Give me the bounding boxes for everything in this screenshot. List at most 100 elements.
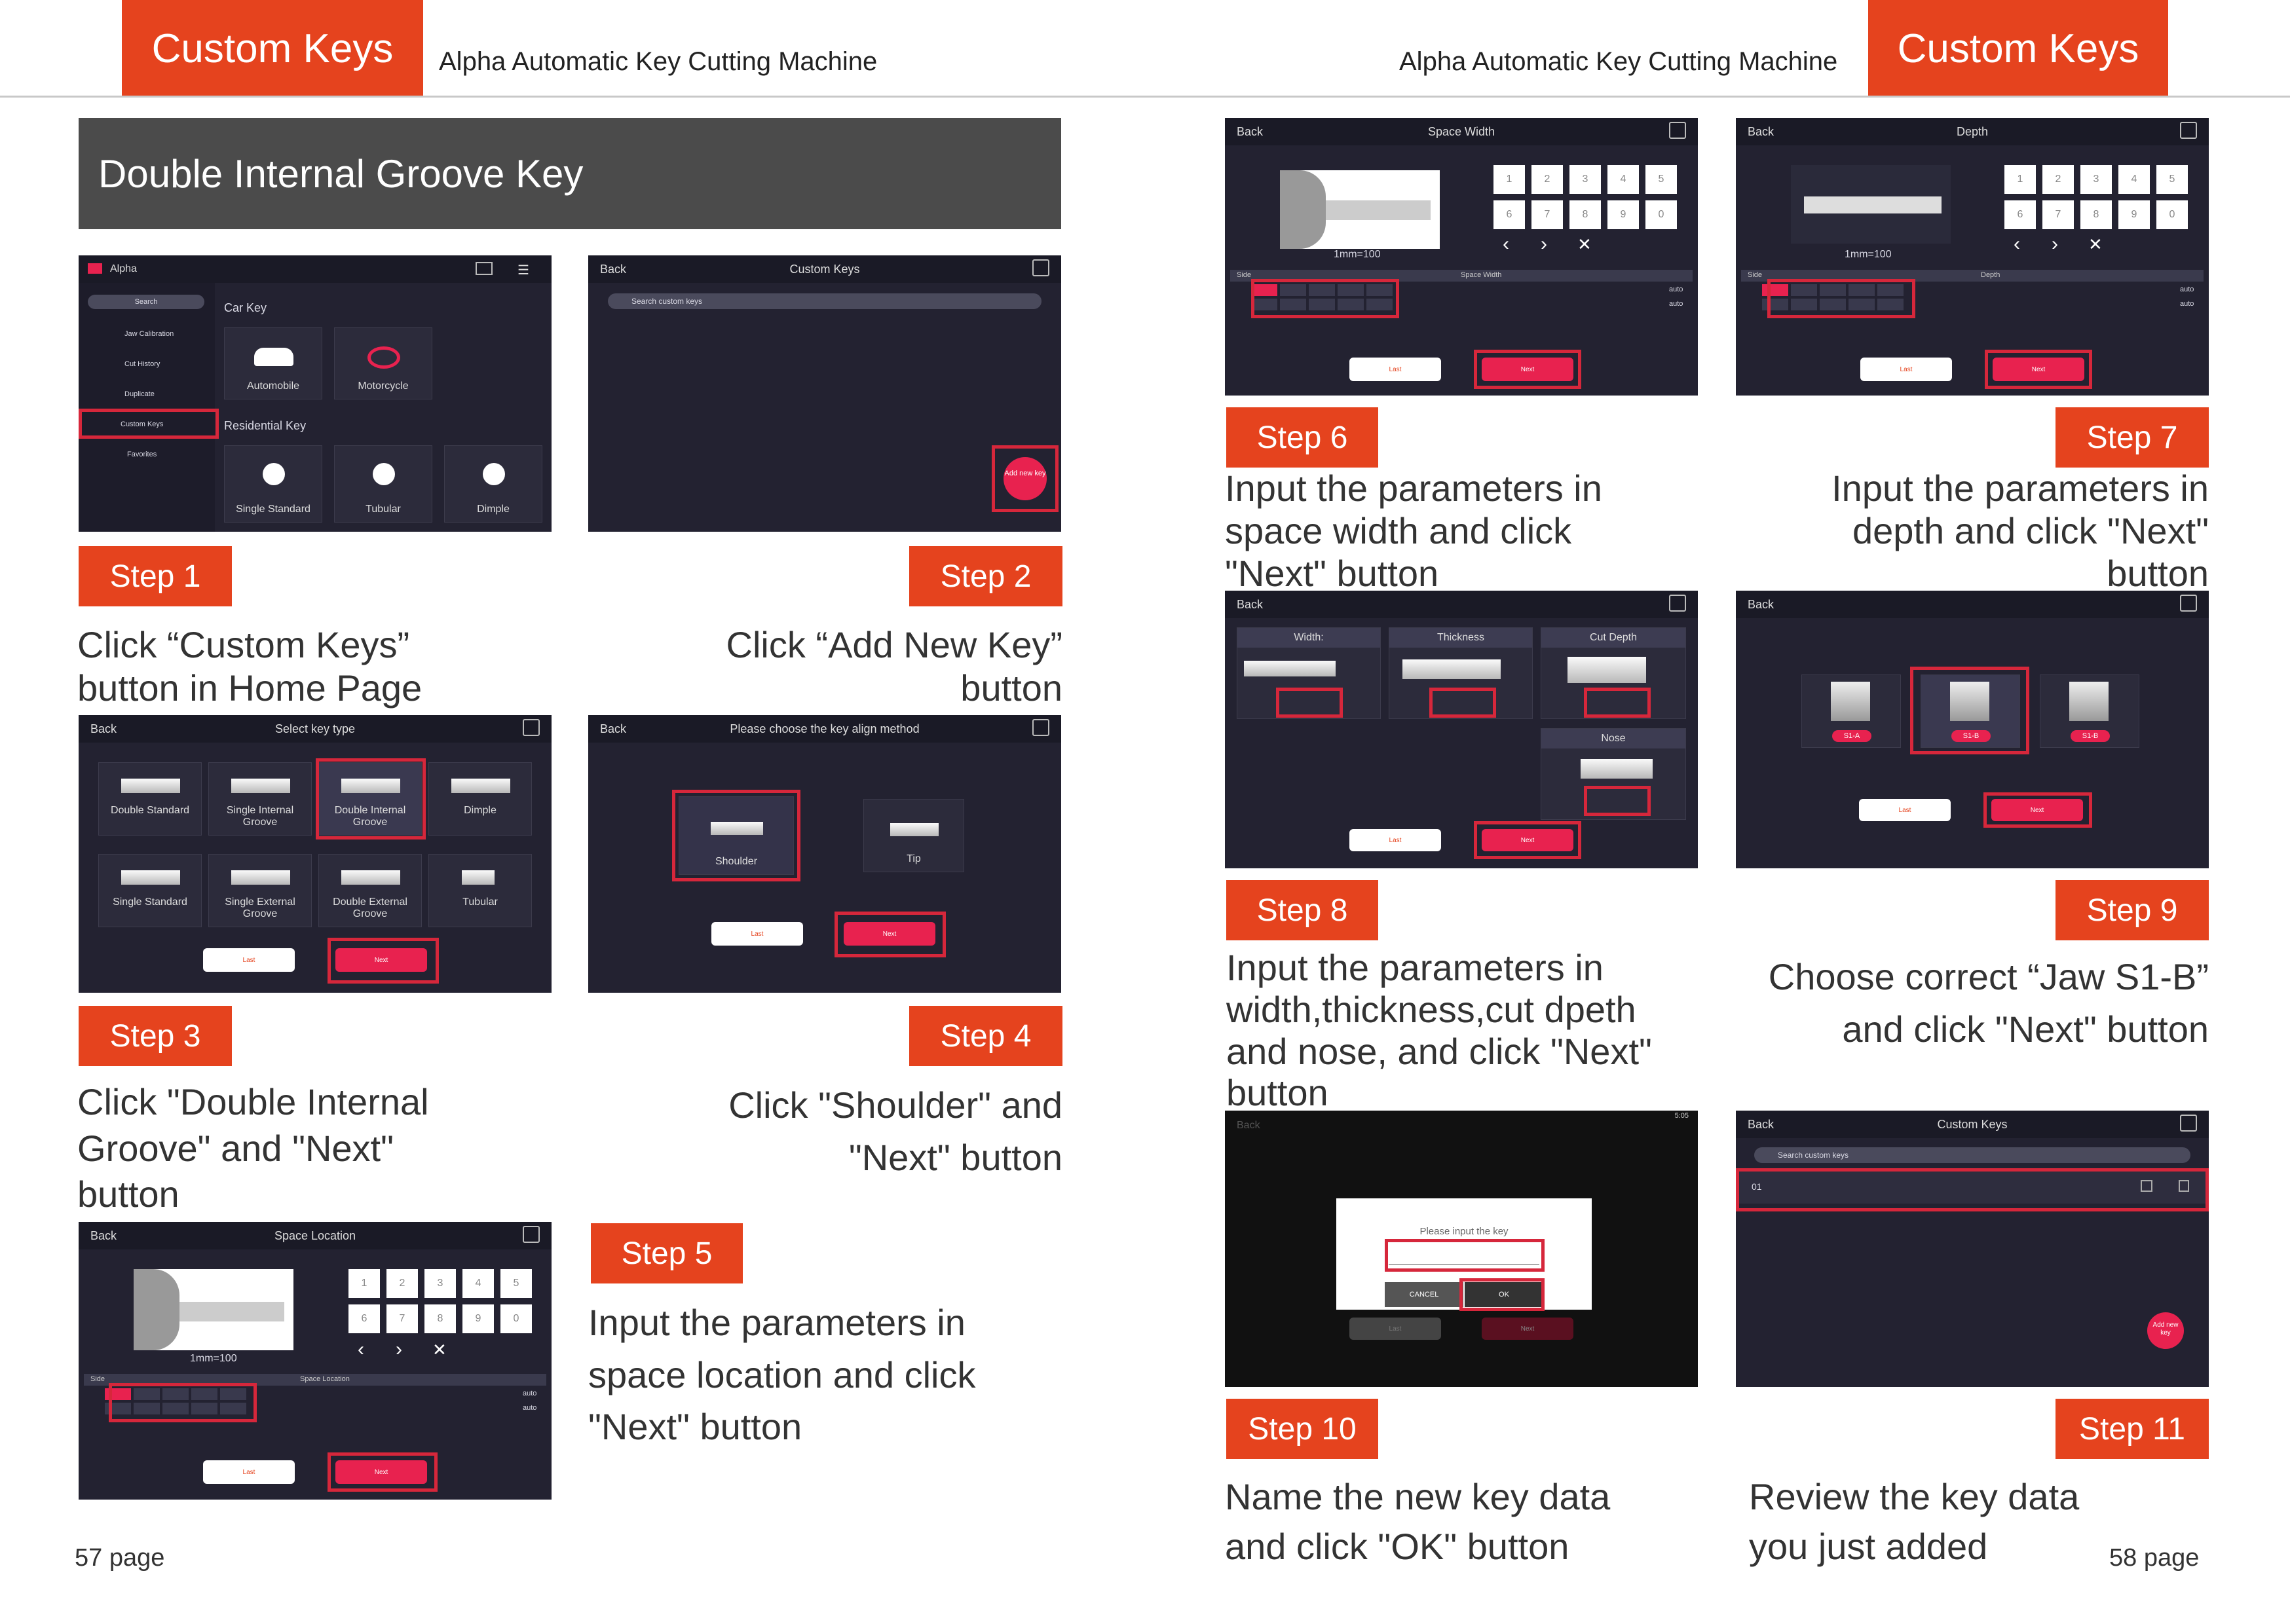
ok-button[interactable]: OK: [1465, 1282, 1543, 1307]
arrow-right-icon[interactable]: ›: [2052, 233, 2058, 255]
back-button[interactable]: Back: [1748, 1118, 1774, 1131]
param-row-b[interactable]: [1251, 299, 1395, 310]
numpad-key[interactable]: 9: [1607, 200, 1639, 229]
highlight-thickness-input[interactable]: [1429, 688, 1496, 718]
jaw-option-s1-b-alt[interactable]: S1-B: [2040, 674, 2139, 748]
home-icon[interactable]: [1669, 595, 1686, 612]
arrow-left-icon[interactable]: ‹: [2014, 233, 2020, 255]
home-icon[interactable]: [2180, 122, 2197, 139]
home-icon[interactable]: [2180, 1115, 2197, 1132]
numpad-key[interactable]: 4: [2118, 165, 2150, 194]
delete-icon[interactable]: ✕: [432, 1340, 447, 1359]
last-button[interactable]: Last: [1349, 829, 1441, 851]
numpad-key[interactable]: 8: [424, 1304, 456, 1333]
delete-icon[interactable]: ✕: [1577, 234, 1592, 254]
back-button[interactable]: Back: [600, 722, 627, 735]
home-icon[interactable]: [523, 719, 540, 736]
sidebar-item-duplicate[interactable]: Duplicate: [124, 390, 155, 398]
numpad-key[interactable]: 6: [348, 1304, 380, 1333]
arrow-left-icon[interactable]: ‹: [358, 1338, 364, 1360]
back-button[interactable]: Back: [1748, 125, 1774, 138]
numpad-key[interactable]: 2: [1531, 165, 1563, 194]
last-button[interactable]: Last: [1349, 358, 1441, 381]
numpad-key[interactable]: 5: [2156, 165, 2188, 194]
numpad-key[interactable]: 8: [2080, 200, 2112, 229]
numpad-key[interactable]: 8: [1569, 200, 1601, 229]
param-row-a[interactable]: [1251, 284, 1395, 296]
last-button[interactable]: Last: [1860, 358, 1952, 381]
jaw-option-s1-a[interactable]: S1-A: [1801, 674, 1901, 748]
numpad-key[interactable]: 2: [2042, 165, 2074, 194]
numpad-key[interactable]: 9: [462, 1304, 494, 1333]
tile-dimple[interactable]: Dimple: [444, 445, 542, 523]
numpad-key[interactable]: 1: [348, 1269, 380, 1298]
tile-double-standard[interactable]: Double Standard: [98, 762, 202, 836]
cancel-button[interactable]: CANCEL: [1385, 1282, 1463, 1307]
last-button[interactable]: Last: [203, 1460, 295, 1484]
search-custom-keys[interactable]: Search custom keys: [1754, 1147, 2190, 1163]
edit-icon[interactable]: [2141, 1180, 2152, 1192]
numpad-key[interactable]: 3: [1569, 165, 1601, 194]
highlight-width-input[interactable]: [1276, 688, 1343, 718]
back-button[interactable]: Back: [1237, 598, 1264, 611]
next-button[interactable]: Next: [1991, 799, 2083, 821]
back-button[interactable]: Back: [1237, 125, 1264, 138]
message-icon[interactable]: [476, 262, 493, 275]
home-icon[interactable]: [1032, 259, 1049, 276]
back-button[interactable]: Back: [600, 263, 627, 276]
next-button[interactable]: Next: [335, 948, 427, 972]
highlight-nose-input[interactable]: [1584, 786, 1651, 816]
next-button[interactable]: Next: [1482, 358, 1573, 381]
highlight-cut-depth-input[interactable]: [1584, 688, 1651, 718]
tile-single-standard[interactable]: Single Standard: [224, 445, 322, 523]
numpad-key[interactable]: 4: [462, 1269, 494, 1298]
back-button[interactable]: Back: [90, 1229, 117, 1242]
menu-icon[interactable]: ☰: [517, 263, 529, 278]
key-name-input[interactable]: [1389, 1242, 1539, 1265]
sidebar-item-custom-keys[interactable]: Custom Keys: [121, 420, 164, 428]
add-new-key-button[interactable]: Add new key: [2147, 1312, 2184, 1349]
home-icon[interactable]: [2180, 595, 2197, 612]
sidebar-item-jaw-calibration[interactable]: Jaw Calibration: [124, 330, 174, 338]
back-button[interactable]: Back: [90, 722, 117, 735]
numpad-key[interactable]: 3: [2080, 165, 2112, 194]
arrow-left-icon[interactable]: ‹: [1503, 233, 1509, 255]
trash-icon[interactable]: [2179, 1180, 2189, 1192]
tile-single-standard[interactable]: Single Standard: [98, 854, 202, 927]
sidebar-item-favorites[interactable]: Favorites: [127, 451, 157, 458]
last-button[interactable]: Last: [711, 922, 803, 946]
next-button[interactable]: Next: [1482, 829, 1573, 851]
arrow-right-icon[interactable]: ›: [1541, 233, 1547, 255]
numpad-key[interactable]: 9: [2118, 200, 2150, 229]
tile-single-external-groove[interactable]: Single External Groove: [208, 854, 312, 927]
list-item[interactable]: 01: [1736, 1171, 2209, 1204]
tile-motorcycle[interactable]: Motorcycle: [334, 327, 432, 399]
tile-tip[interactable]: Tip: [863, 799, 964, 872]
numpad-key[interactable]: 2: [386, 1269, 418, 1298]
home-icon[interactable]: [1669, 122, 1686, 139]
search-custom-keys[interactable]: Search custom keys: [608, 293, 1042, 309]
numpad-key[interactable]: 7: [386, 1304, 418, 1333]
numpad-key[interactable]: 0: [500, 1304, 532, 1333]
numpad-key[interactable]: 6: [1493, 200, 1525, 229]
back-button[interactable]: Back: [1748, 598, 1774, 611]
last-button[interactable]: Last: [1859, 799, 1951, 821]
numpad-key[interactable]: 0: [2156, 200, 2188, 229]
add-new-key-button[interactable]: Add new key: [1004, 457, 1047, 500]
tile-tubular[interactable]: Tubular: [334, 445, 432, 523]
home-icon[interactable]: [1032, 719, 1049, 736]
tile-dimple[interactable]: Dimple: [428, 762, 532, 836]
delete-icon[interactable]: ✕: [2088, 234, 2103, 254]
sidebar-search[interactable]: Search: [88, 295, 204, 309]
numpad-key[interactable]: 0: [1645, 200, 1677, 229]
numpad-key[interactable]: 1: [2004, 165, 2036, 194]
param-row-a[interactable]: [105, 1388, 249, 1400]
jaw-option-s1-b[interactable]: S1-B: [1921, 674, 2020, 748]
numpad-key[interactable]: 7: [2042, 200, 2074, 229]
next-button[interactable]: Next: [335, 1460, 427, 1484]
tile-single-internal-groove[interactable]: Single Internal Groove: [208, 762, 312, 836]
sidebar-item-cut-history[interactable]: Cut History: [124, 360, 160, 368]
numpad-key[interactable]: 6: [2004, 200, 2036, 229]
numpad-key[interactable]: 7: [1531, 200, 1563, 229]
last-button[interactable]: Last: [1349, 1318, 1441, 1340]
